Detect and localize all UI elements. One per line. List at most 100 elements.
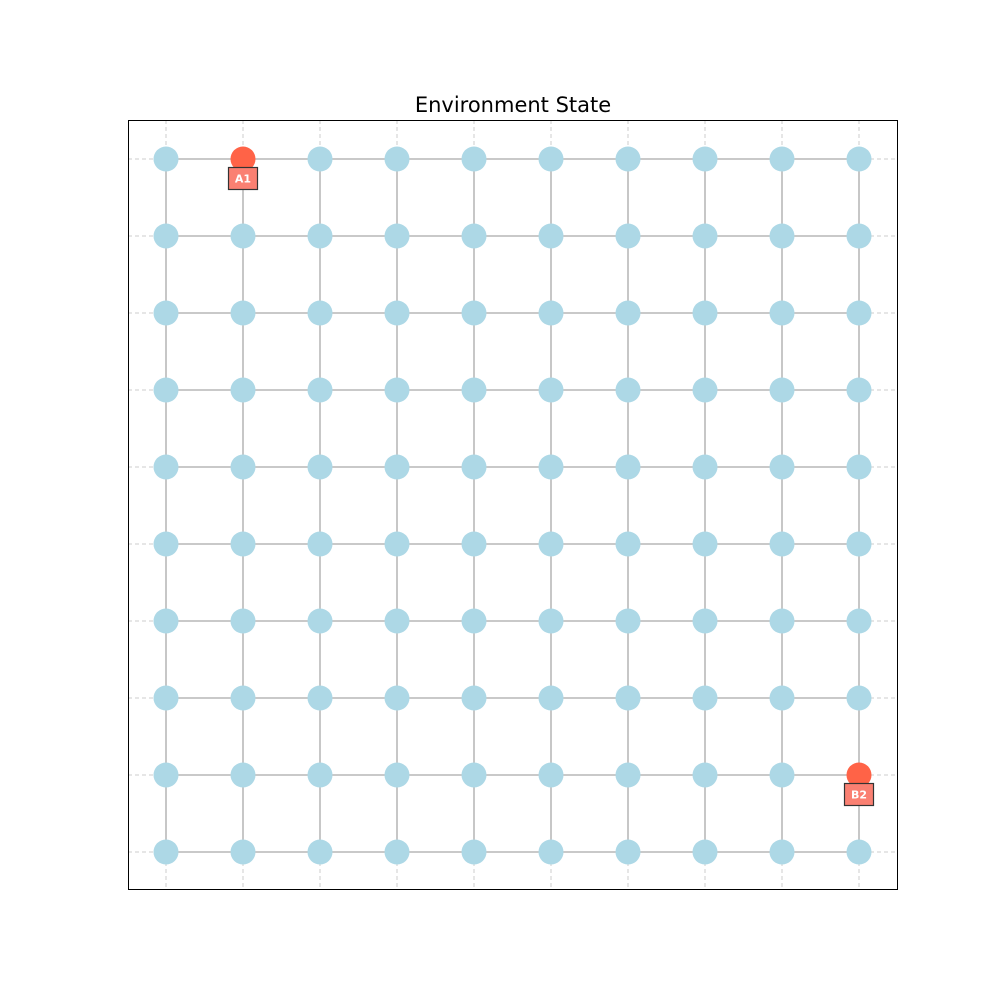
grid-node	[692, 762, 718, 788]
grid-node	[153, 762, 179, 788]
grid-node	[307, 300, 333, 326]
grid-node	[769, 608, 795, 634]
agent-label: A1	[235, 173, 251, 186]
grid-node	[307, 223, 333, 249]
grid-node	[538, 223, 564, 249]
grid-node	[692, 531, 718, 557]
grid-node	[692, 377, 718, 403]
grid-node	[384, 685, 410, 711]
grid-node	[153, 839, 179, 865]
grid-node	[153, 223, 179, 249]
agent-marker: B2	[843, 782, 875, 807]
agent-marker: A1	[227, 166, 259, 191]
agent-node	[230, 146, 256, 172]
grid-node	[384, 377, 410, 403]
grid-node	[153, 531, 179, 557]
grid-node	[692, 454, 718, 480]
grid-node	[692, 146, 718, 172]
grid-node	[538, 531, 564, 557]
grid-node	[538, 300, 564, 326]
grid-node	[461, 762, 487, 788]
grid-node	[538, 608, 564, 634]
grid-node	[461, 531, 487, 557]
grid-node	[538, 146, 564, 172]
grid-node	[769, 223, 795, 249]
grid-node	[384, 454, 410, 480]
grid-node	[769, 839, 795, 865]
grid-node	[461, 608, 487, 634]
grid-node	[769, 762, 795, 788]
grid-node	[384, 762, 410, 788]
grid-node	[846, 146, 872, 172]
grid-node	[230, 762, 256, 788]
grid-node	[307, 608, 333, 634]
agent-node	[846, 762, 872, 788]
grid-node	[615, 839, 641, 865]
grid-node	[769, 685, 795, 711]
edges	[165, 158, 860, 853]
grid-node	[153, 454, 179, 480]
grid-node	[307, 146, 333, 172]
grid-node	[461, 685, 487, 711]
grid-node	[692, 223, 718, 249]
grid-node	[846, 839, 872, 865]
grid-node	[230, 300, 256, 326]
grid-node	[230, 454, 256, 480]
grid-node	[461, 454, 487, 480]
plot-title: Environment State	[414, 93, 612, 117]
grid-node	[307, 762, 333, 788]
grid-node	[769, 300, 795, 326]
grid-node	[307, 377, 333, 403]
grid-node	[538, 685, 564, 711]
grid-node	[538, 377, 564, 403]
grid-node	[153, 300, 179, 326]
grid-node	[230, 839, 256, 865]
grid-node	[846, 531, 872, 557]
grid-node	[461, 377, 487, 403]
grid-node	[230, 608, 256, 634]
grid-node	[846, 300, 872, 326]
grid-node	[384, 146, 410, 172]
grid-node	[538, 839, 564, 865]
grid-node	[615, 685, 641, 711]
grid-node	[384, 608, 410, 634]
grid-node	[615, 300, 641, 326]
grid-node	[769, 146, 795, 172]
grid-node	[307, 531, 333, 557]
grid-node	[615, 454, 641, 480]
agent-label-box	[843, 782, 875, 807]
grid-node	[384, 839, 410, 865]
grid-node	[461, 146, 487, 172]
grid-node	[692, 839, 718, 865]
plot-frame	[128, 120, 898, 890]
grid-node	[230, 531, 256, 557]
grid-node	[230, 377, 256, 403]
grid-node	[846, 223, 872, 249]
grid-node	[615, 377, 641, 403]
grid-node	[846, 608, 872, 634]
grid-node	[153, 377, 179, 403]
grid-node	[846, 685, 872, 711]
grid-node	[692, 685, 718, 711]
grid-node	[230, 685, 256, 711]
grid-node	[846, 454, 872, 480]
grid-node	[153, 608, 179, 634]
grid-node	[307, 454, 333, 480]
grid-node	[769, 454, 795, 480]
grid-node	[384, 531, 410, 557]
grid-node	[461, 223, 487, 249]
grid-node	[615, 608, 641, 634]
agent-label: B2	[851, 789, 867, 802]
grid-node	[692, 608, 718, 634]
agent-label-box	[227, 166, 259, 191]
grid-node	[615, 146, 641, 172]
grid-node	[461, 839, 487, 865]
grid-node	[384, 300, 410, 326]
grid-node	[461, 300, 487, 326]
grid-node	[692, 300, 718, 326]
grid-node	[307, 685, 333, 711]
grid-node	[307, 839, 333, 865]
grid-node	[538, 454, 564, 480]
